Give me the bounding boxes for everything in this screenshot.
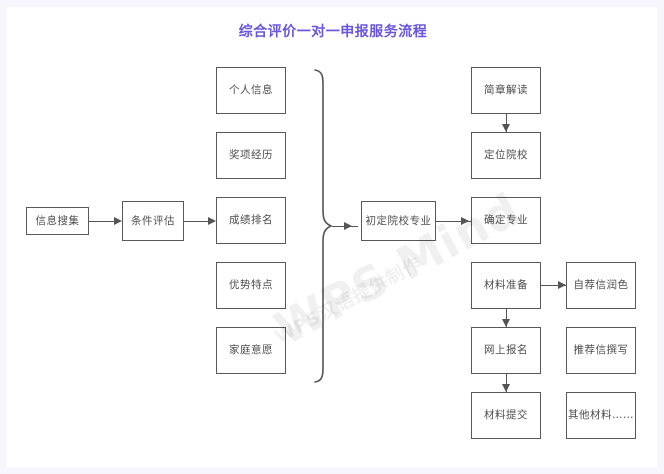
node-award-experience[interactable]: 奖项经历 (216, 132, 286, 179)
connector-signup-to-submit (505, 374, 507, 392)
node-material-submit[interactable]: 材料提交 (471, 392, 541, 439)
connector-brochure-to-locate (505, 114, 507, 132)
node-locate-school[interactable]: 定位院校 (471, 132, 541, 179)
arrowhead-preliminary-to-confirm (461, 216, 469, 225)
connector-preliminary-to-confirm (436, 220, 471, 222)
arrowhead-signup-to-submit (501, 384, 510, 392)
flowchart-paper: 综合评价一对一申报服务流程 信息搜集 条件评估 个人信息 奖项经历 成绩排名 优… (7, 7, 657, 467)
node-material-prep[interactable]: 材料准备 (471, 262, 541, 309)
node-other-materials[interactable]: 其他材料…… (566, 392, 636, 439)
arrowhead-brochure-to-locate (501, 124, 510, 132)
node-self-rec-polish[interactable]: 自荐信润色 (566, 262, 636, 309)
node-advantage-traits[interactable]: 优势特点 (216, 262, 286, 309)
node-preliminary-major[interactable]: 初定院校专业 (361, 201, 436, 241)
node-brochure-reading[interactable]: 简章解读 (471, 67, 541, 114)
node-score-rank[interactable]: 成绩排名 (216, 197, 286, 244)
page-title: 综合评价一对一申报服务流程 (238, 24, 428, 40)
node-personal-info[interactable]: 个人信息 (216, 67, 286, 114)
node-info-collection[interactable]: 信息搜集 (26, 207, 89, 235)
arrowhead-brace-to-preliminary (344, 221, 352, 230)
arrowhead-material-to-signup (501, 319, 510, 327)
arrowhead-material-to-selfrec (558, 281, 566, 289)
arrowhead-condition-to-items (208, 216, 216, 225)
node-confirm-major[interactable]: 确定专业 (471, 197, 541, 244)
connector-material-to-signup (505, 309, 507, 327)
watermark-secondary: WPS汉语提供制作 (271, 253, 426, 349)
connector-info-to-condition (89, 220, 114, 222)
node-rec-letter-write[interactable]: 推荐信撰写 (566, 327, 636, 374)
group-brace (313, 68, 347, 384)
node-condition-eval[interactable]: 条件评估 (122, 201, 184, 241)
arrowhead-info-to-condition (114, 216, 122, 225)
node-online-signup[interactable]: 网上报名 (471, 327, 541, 374)
node-family-wish[interactable]: 家庭意愿 (216, 327, 286, 374)
connector-condition-to-items (184, 220, 208, 222)
connector-material-to-selfrec (541, 285, 566, 287)
